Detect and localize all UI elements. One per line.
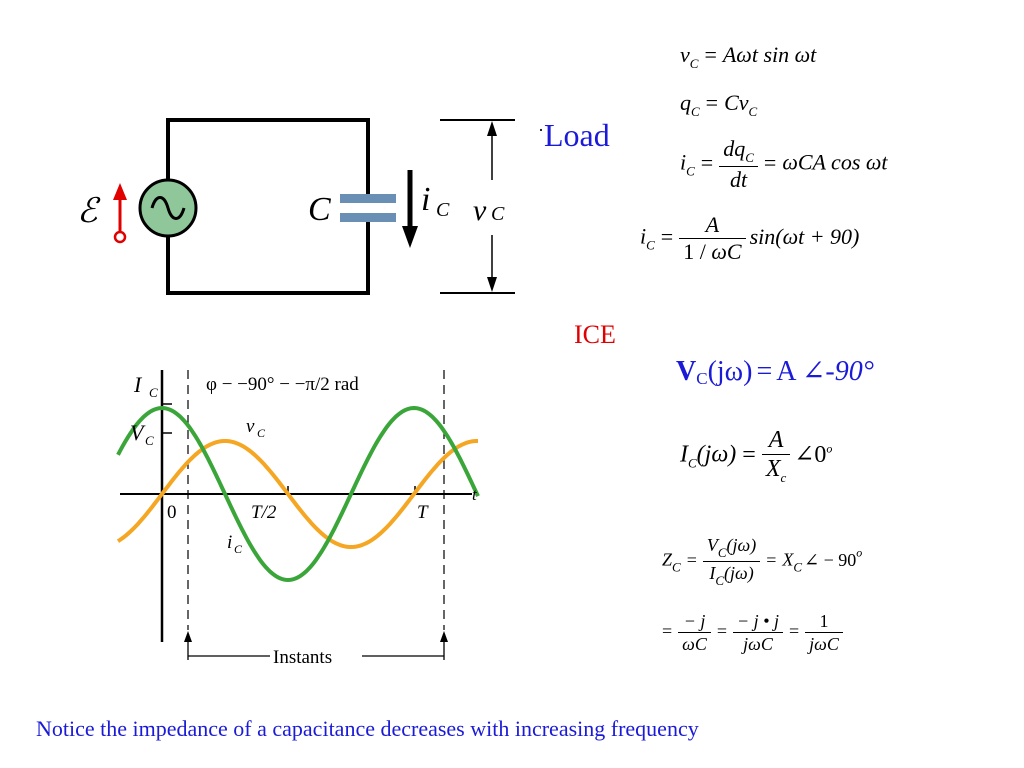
equation-vc: vC=Aωt sin ωt (680, 42, 817, 71)
current-arrow-icon (402, 170, 418, 248)
voltage-sub: C (491, 203, 505, 225)
circuit-wire (166, 118, 370, 295)
tick-label-0: 0 (167, 502, 177, 523)
equation-qc: qC=CvC (680, 90, 758, 119)
ice-label: ICE (574, 320, 616, 349)
y-label-ic: I (133, 372, 143, 397)
vc-curve-label: v (246, 416, 255, 437)
footer-note: Notice the impedance of a capacitance de… (36, 716, 699, 741)
vc-curve (116, 439, 478, 549)
instants-bracket (184, 631, 448, 660)
current-label: i (421, 181, 430, 218)
voltage-double-arrow-icon (487, 121, 497, 292)
emf-arrow-icon (113, 183, 127, 244)
voltage-label: v (473, 194, 487, 227)
phase-text: φ − −90° − −π/2 rad (206, 374, 359, 395)
load-label-group: ·Load (538, 117, 610, 154)
load-label: Load (544, 117, 610, 153)
instants-label: Instants (273, 647, 332, 668)
x-axis-label: t (472, 485, 478, 504)
vc-curve-label-sub: C (257, 426, 266, 440)
y-label-vc-sub: C (145, 433, 154, 448)
impedance-equation-line-1: ZC=VC(jω)IC(jω)=XC∠ − 90o (662, 535, 863, 588)
emf-symbol: ℰ (77, 193, 101, 230)
load-bullet: · (538, 120, 544, 140)
ic-curve-label-sub: C (234, 542, 243, 556)
current-sub: C (436, 199, 450, 221)
tick-label-T: T (417, 502, 429, 523)
y-label-vc: V (130, 420, 146, 445)
ic-curve (116, 405, 480, 583)
capacitor-icon (340, 194, 396, 222)
phasor-vc: VC(jω)=A ∠-90° (676, 356, 874, 388)
y-label-ic-sub: C (149, 385, 158, 400)
capacitor-circuit-diagram: ℰ C i C v C (77, 118, 515, 295)
ac-source-icon (138, 178, 198, 238)
ic-curve-label: i (227, 532, 232, 553)
tick-label-half: T/2 (251, 502, 277, 523)
capacitor-label: C (308, 191, 331, 228)
waveform-graph: I C V C φ − −90° − −π/2 rad v C i C t 0 … (116, 370, 480, 668)
